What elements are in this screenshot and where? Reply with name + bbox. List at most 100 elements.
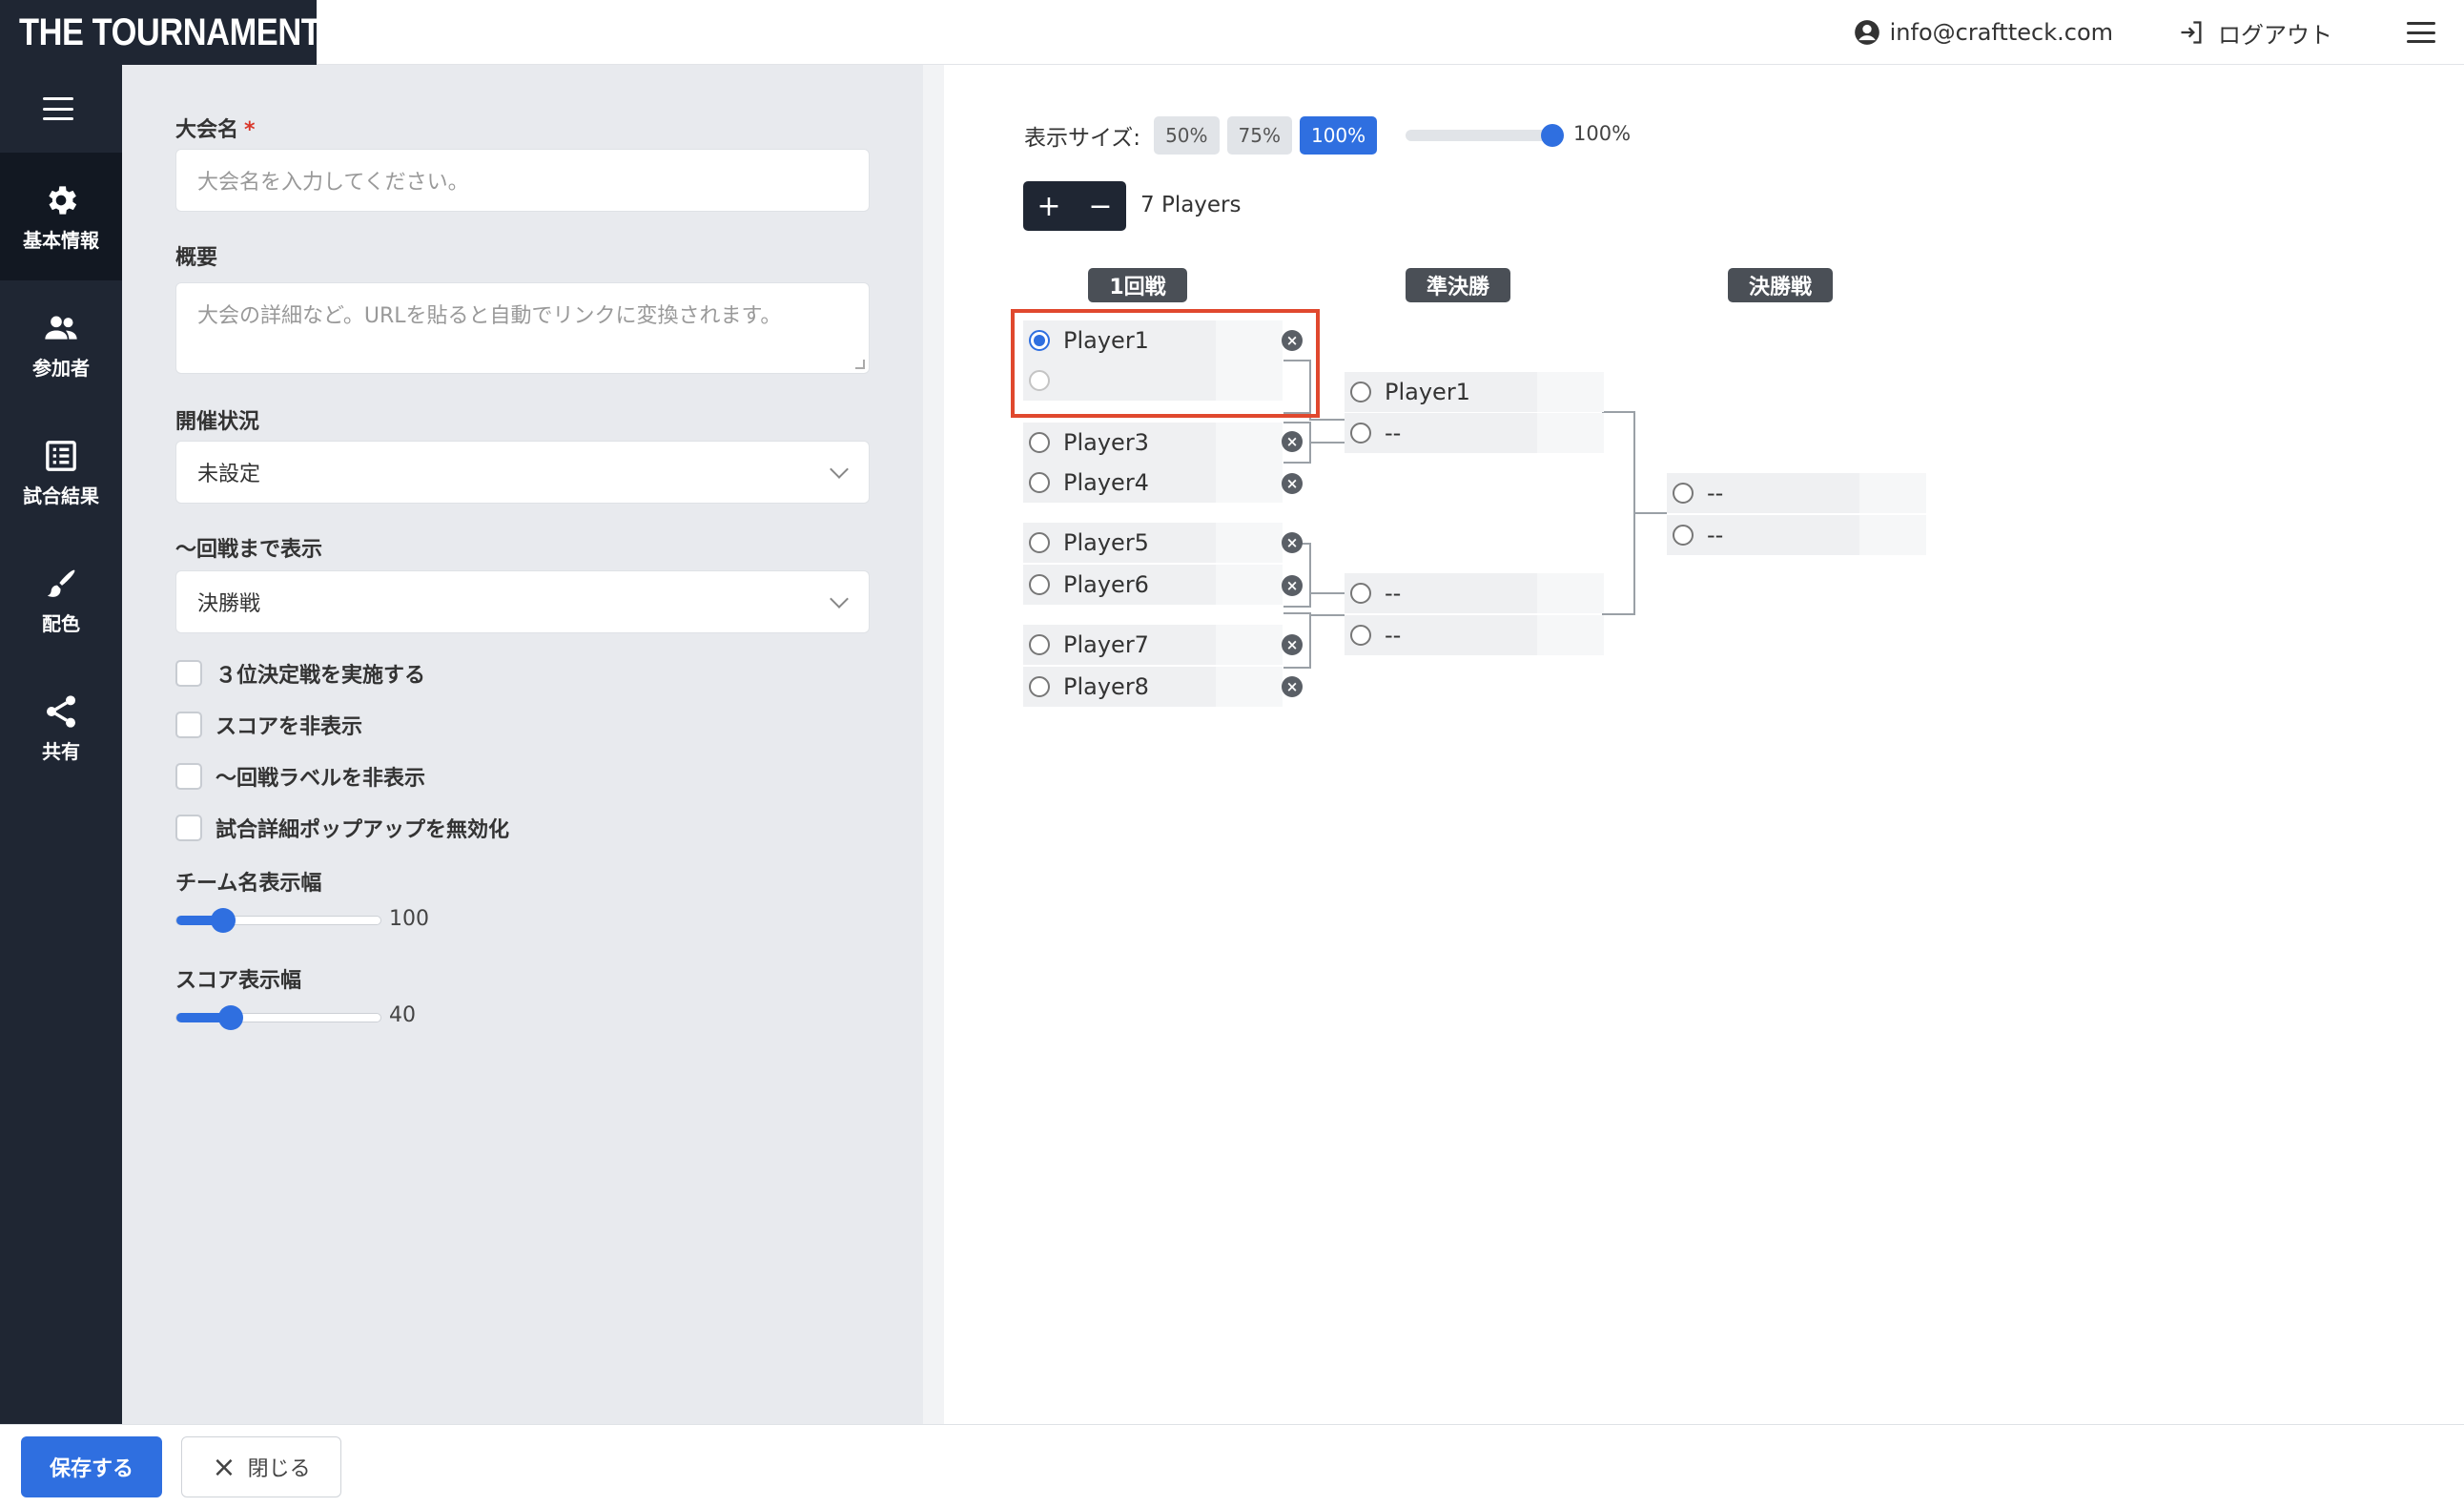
- team-width-label: チーム名表示幅: [175, 872, 322, 896]
- player-count-stepper: + −: [1023, 181, 1126, 231]
- third-place-checkbox[interactable]: ３位決定戦を実施する: [175, 658, 425, 689]
- team-width-value: 100: [389, 907, 429, 931]
- sidebar-item-results[interactable]: 試合結果: [0, 408, 122, 536]
- selected-match-highlight: [1011, 309, 1320, 418]
- round1-slot-5[interactable]: Player5: [1023, 523, 1283, 563]
- winner-radio[interactable]: [1029, 472, 1050, 493]
- round1-slot-8[interactable]: Player8: [1023, 667, 1283, 707]
- summary-label: 概要: [175, 246, 218, 270]
- gear-icon: [49, 185, 77, 215]
- winner-radio[interactable]: [1029, 370, 1050, 391]
- round-label-1: 1回戦: [1088, 268, 1187, 302]
- sidebar-item-basic-info[interactable]: 基本情報: [0, 153, 132, 280]
- round-label-semifinal: 準決勝: [1406, 268, 1510, 302]
- app-logo[interactable]: THE TOURNAMENT: [0, 0, 321, 65]
- hide-round-label-checkbox[interactable]: 〜回戦ラベルを非表示: [175, 761, 425, 792]
- close-button[interactable]: × 閉じる: [181, 1436, 341, 1497]
- hide-score-checkbox[interactable]: スコアを非表示: [175, 710, 362, 740]
- winner-radio[interactable]: [1673, 483, 1694, 504]
- rounds-select[interactable]: 決勝戦: [175, 570, 870, 633]
- round1-slot-6[interactable]: Player6: [1023, 565, 1283, 605]
- sidebar-item-share[interactable]: 共有: [0, 664, 122, 792]
- round-label-final: 決勝戦: [1728, 268, 1833, 302]
- checkbox-box[interactable]: [175, 660, 202, 687]
- disable-popup-checkbox[interactable]: 試合詳細ポップアップを無効化: [175, 813, 509, 843]
- zoom-value: 100%: [1573, 122, 1632, 145]
- remove-player1-icon[interactable]: ×: [1282, 330, 1303, 351]
- checkbox-box[interactable]: [175, 712, 202, 738]
- footer-bar: 保存する × 閉じる: [0, 1424, 2464, 1507]
- zoom-slider[interactable]: [1406, 124, 1564, 147]
- semifinal-slot-1[interactable]: Player1: [1345, 372, 1604, 412]
- size-75-button[interactable]: 75%: [1226, 116, 1292, 155]
- summary-textarea[interactable]: 大会の詳細など。URLを貼ると自動でリンクに変換されます。: [175, 282, 870, 374]
- round1-slot-1[interactable]: Player1: [1023, 320, 1283, 361]
- logout-icon: [2181, 21, 2202, 44]
- winner-radio[interactable]: [1350, 583, 1371, 604]
- top-bar: THE TOURNAMENT info@craftteck.com ログアウト: [0, 0, 2464, 65]
- remove-player5-icon[interactable]: ×: [1282, 532, 1303, 553]
- winner-radio[interactable]: [1029, 330, 1050, 351]
- winner-radio[interactable]: [1350, 382, 1371, 403]
- remove-player-button[interactable]: −: [1088, 189, 1113, 223]
- winner-radio[interactable]: [1350, 423, 1371, 444]
- remove-player7-icon[interactable]: ×: [1282, 634, 1303, 655]
- user-account[interactable]: info@craftteck.com: [1854, 19, 2113, 46]
- winner-radio[interactable]: [1673, 525, 1694, 546]
- semifinal-slot-3[interactable]: --: [1345, 573, 1604, 613]
- slider-handle[interactable]: [1541, 124, 1564, 147]
- players-count: 7 Players: [1140, 193, 1242, 217]
- remove-player6-icon[interactable]: ×: [1282, 575, 1303, 596]
- remove-player4-icon[interactable]: ×: [1282, 473, 1303, 494]
- winner-radio[interactable]: [1029, 574, 1050, 595]
- slider-handle[interactable]: [218, 1005, 243, 1030]
- remove-player3-icon[interactable]: ×: [1282, 431, 1303, 452]
- logout-button[interactable]: ログアウト: [2178, 16, 2332, 50]
- sidebar-item-colors[interactable]: 配色: [0, 536, 122, 664]
- rounds-label: 〜回戦まで表示: [175, 538, 323, 562]
- checkbox-box[interactable]: [175, 763, 202, 790]
- close-icon: ×: [212, 1450, 236, 1484]
- winner-radio[interactable]: [1029, 432, 1050, 453]
- round1-slot-3[interactable]: Player3: [1023, 423, 1283, 463]
- size-50-button[interactable]: 50%: [1154, 116, 1220, 155]
- semifinal-slot-4[interactable]: --: [1345, 615, 1604, 655]
- score-width-value: 40: [389, 1003, 416, 1027]
- round1-slot-2[interactable]: [1023, 361, 1283, 401]
- sidebar-toggle-icon[interactable]: [43, 97, 73, 120]
- sidebar: 基本情報 参加者 試合結果 配色 共有: [0, 65, 132, 1424]
- team-width-slider[interactable]: [175, 908, 381, 933]
- tournament-name-input[interactable]: 大会名を入力してください。: [175, 149, 870, 212]
- resize-handle-icon[interactable]: [855, 360, 865, 369]
- winner-radio[interactable]: [1029, 676, 1050, 697]
- remove-player8-icon[interactable]: ×: [1282, 676, 1303, 697]
- add-player-button[interactable]: +: [1037, 189, 1061, 223]
- display-size-controls: 表示サイズ: 50% 75% 100%: [1024, 116, 1378, 155]
- slider-handle[interactable]: [211, 908, 236, 933]
- winner-radio[interactable]: [1029, 634, 1050, 655]
- list-icon: [46, 440, 76, 471]
- round1-slot-4[interactable]: Player4: [1023, 463, 1283, 503]
- save-button[interactable]: 保存する: [21, 1436, 162, 1497]
- semifinal-slot-2[interactable]: --: [1345, 413, 1604, 453]
- display-size-label: 表示サイズ:: [1024, 126, 1141, 151]
- score-width-slider[interactable]: [175, 1005, 381, 1030]
- winner-radio[interactable]: [1029, 532, 1050, 553]
- name-label: 大会名*: [175, 118, 256, 142]
- sidebar-item-participants[interactable]: 参加者: [0, 280, 122, 408]
- user-email: info@craftteck.com: [1889, 19, 2113, 46]
- settings-form: 大会名* 大会名を入力してください。 概要 大会の詳細など。URLを貼ると自動で…: [122, 65, 923, 1424]
- checkbox-box[interactable]: [175, 815, 202, 841]
- final-slot-2[interactable]: --: [1667, 515, 1926, 555]
- header-actions: info@craftteck.com ログアウト: [1854, 0, 2464, 65]
- user-circle-icon: [1854, 20, 1879, 45]
- hamburger-menu-icon[interactable]: [2407, 22, 2435, 43]
- final-slot-1[interactable]: --: [1667, 473, 1926, 513]
- round1-slot-7[interactable]: Player7: [1023, 625, 1283, 665]
- logout-label: ログアウト: [2218, 21, 2332, 49]
- status-select[interactable]: 未設定: [175, 441, 870, 504]
- size-100-button[interactable]: 100%: [1299, 116, 1378, 155]
- status-label: 開催状況: [175, 410, 260, 434]
- winner-radio[interactable]: [1350, 625, 1371, 646]
